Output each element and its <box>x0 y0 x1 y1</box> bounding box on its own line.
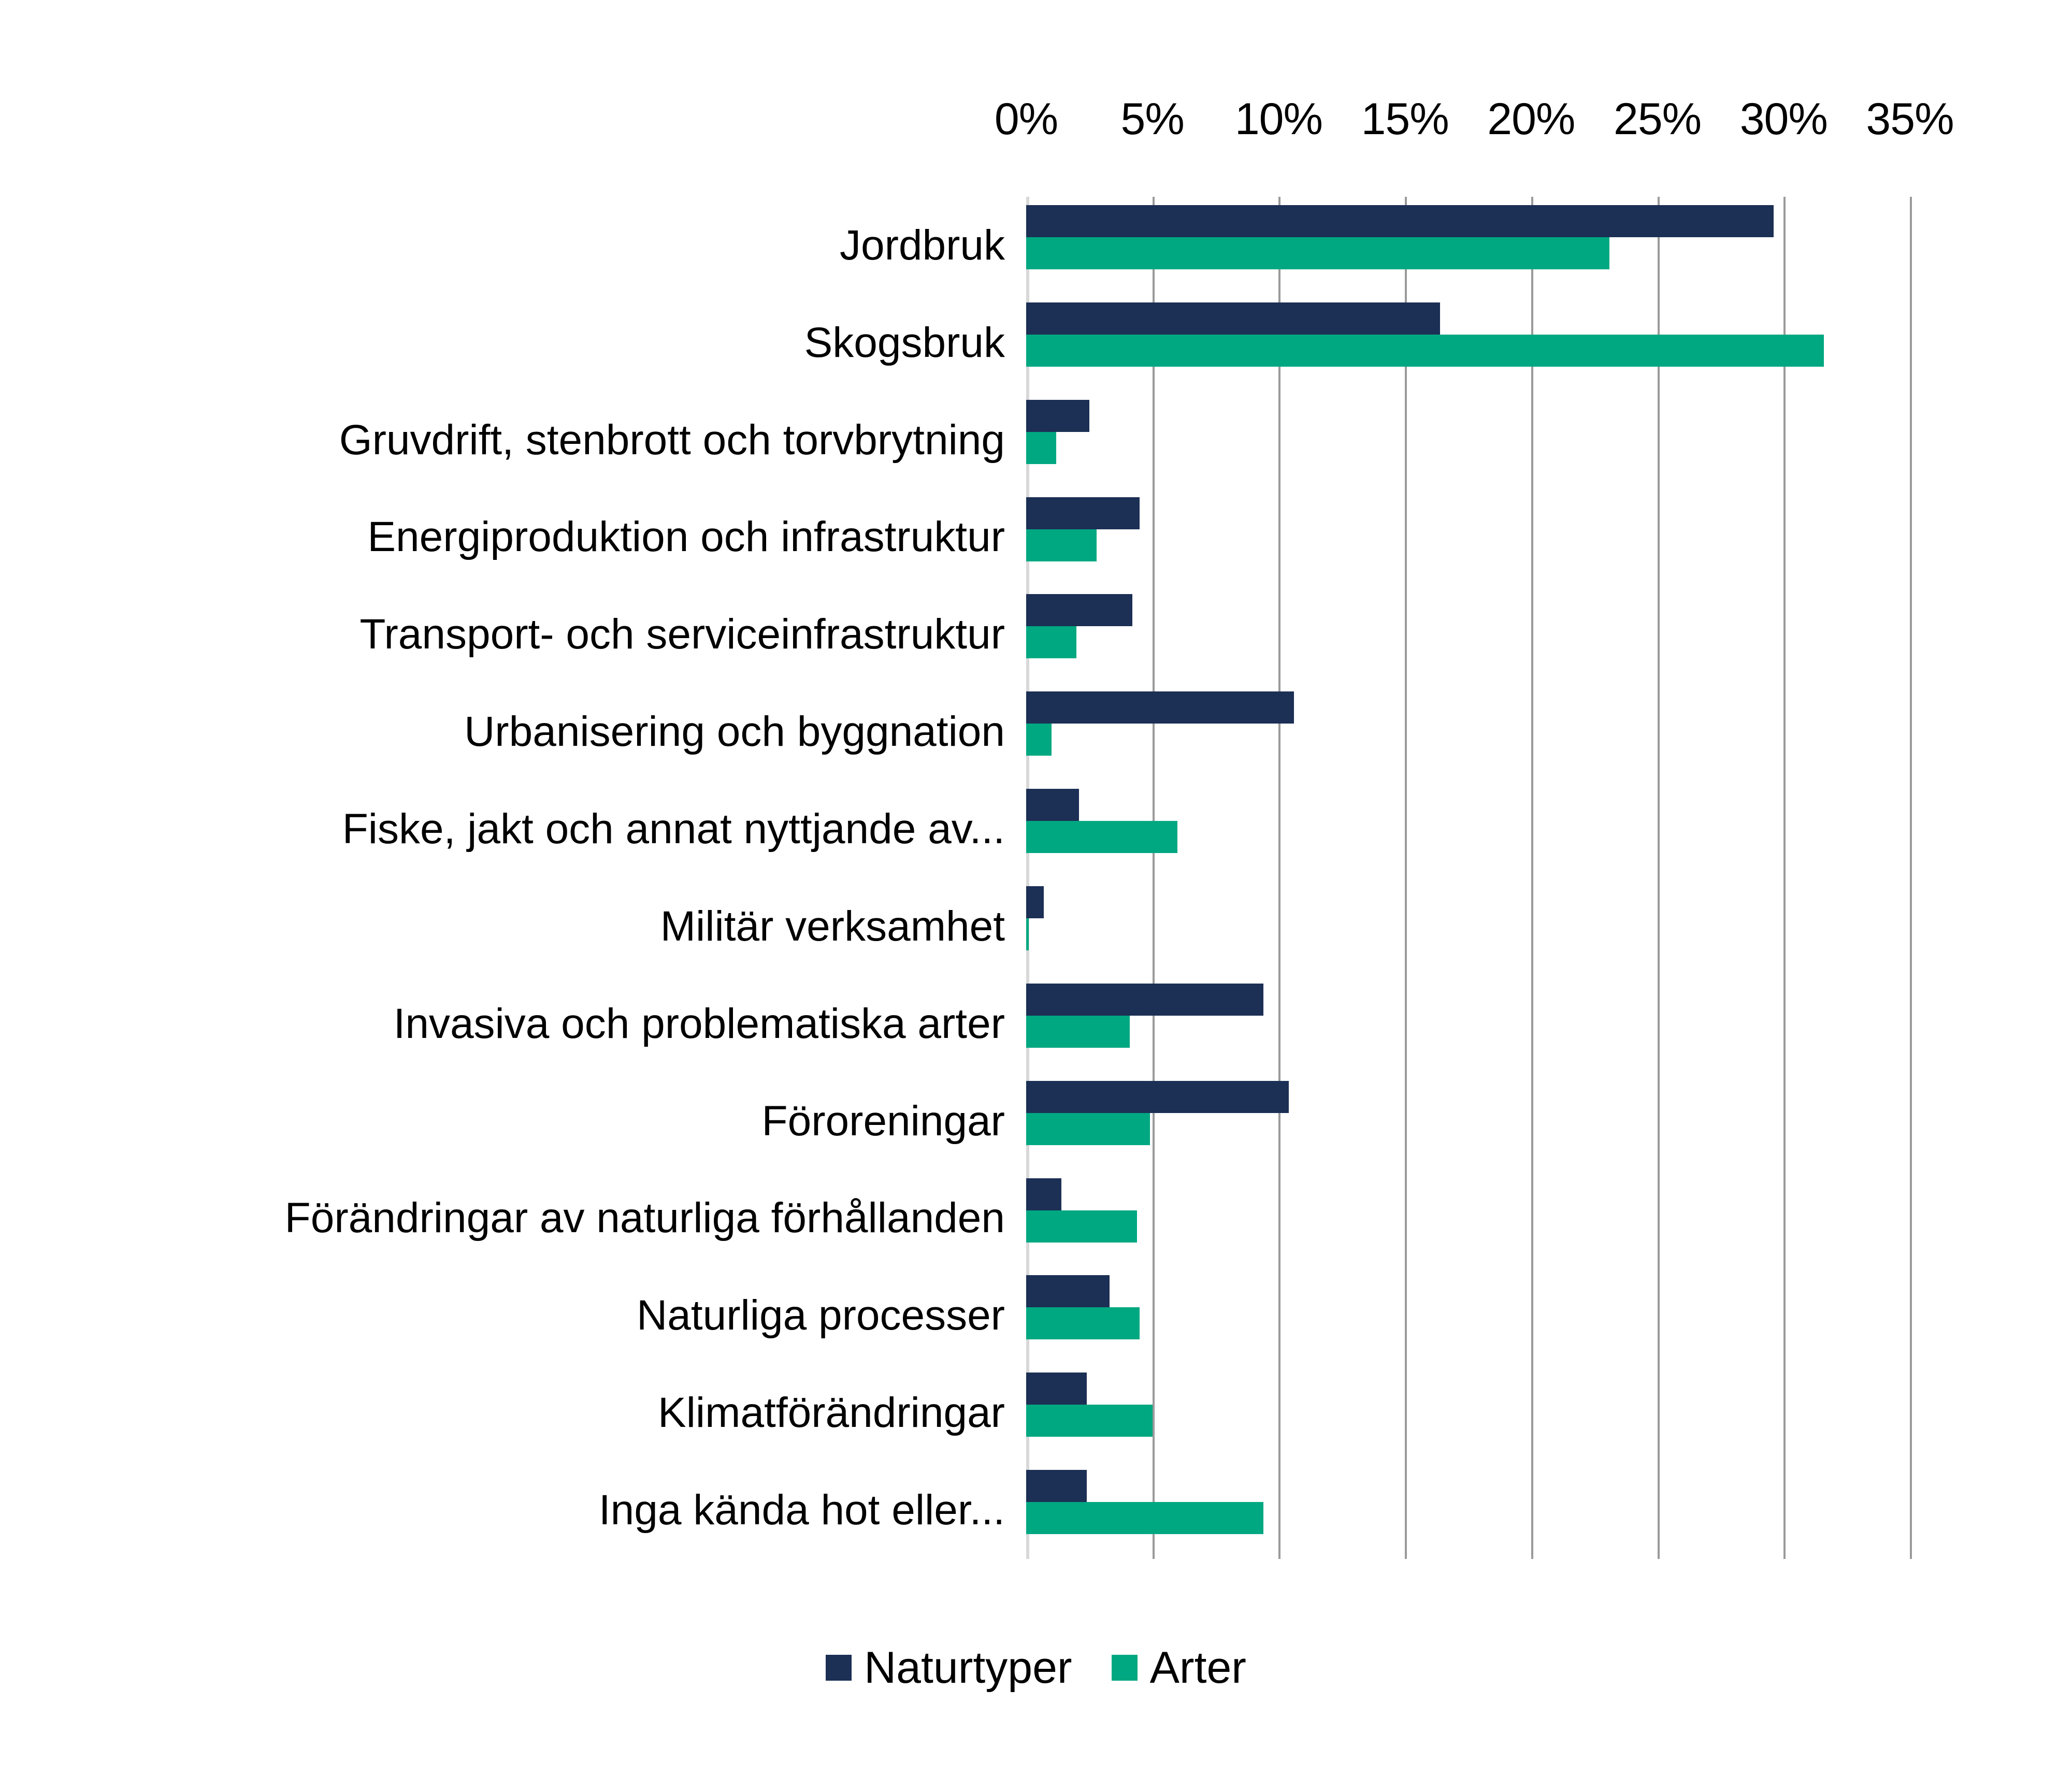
category-row: Naturliga processer <box>0 1267 2072 1364</box>
legend-swatch-icon <box>1111 1655 1138 1681</box>
bar-arter[interactable] <box>1026 237 1609 269</box>
category-row: Fiske, jakt och annat nyttjande av... <box>0 781 2072 878</box>
bar-group <box>1026 197 2062 294</box>
axis-baseline <box>1026 197 1029 1559</box>
category-label: Urbanisering och byggnation <box>464 708 1005 756</box>
bar-naturtyper[interactable] <box>1026 1080 1289 1113</box>
category-label: Invasiva och problematiska arter <box>393 1000 1005 1047</box>
category-row: Energiproduktion och infrastruktur <box>0 489 2072 586</box>
legend-item-naturtyper[interactable]: Naturtyper <box>826 1642 1072 1694</box>
x-tick-label-0pct: 0% <box>994 94 1058 144</box>
bar-naturtyper[interactable] <box>1026 1373 1087 1405</box>
bar-naturtyper[interactable] <box>1026 886 1044 918</box>
category-row: Urbanisering och byggnation <box>0 683 2072 781</box>
bar-group <box>1026 1364 2062 1462</box>
bar-arter[interactable] <box>1026 1015 1130 1048</box>
bar-naturtyper[interactable] <box>1026 594 1132 627</box>
x-tick-label-25pct: 25% <box>1613 94 1702 144</box>
x-tick-label-5pct: 5% <box>1120 94 1185 144</box>
plot-area <box>1026 197 1912 1559</box>
bar-arter[interactable] <box>1026 1405 1153 1437</box>
bar-group <box>1026 1462 2062 1559</box>
x-tick-label-10pct: 10% <box>1234 94 1323 144</box>
gridline-25 <box>1657 197 1660 1559</box>
category-label: Transport- och serviceinfrastruktur <box>359 611 1005 658</box>
category-row: Föroreningar <box>0 1073 2072 1170</box>
legend-item-arter[interactable]: Arter <box>1111 1642 1246 1694</box>
gridline-15 <box>1405 197 1407 1559</box>
bar-naturtyper[interactable] <box>1026 205 1774 237</box>
bar-arter[interactable] <box>1026 626 1077 659</box>
bar-arter[interactable] <box>1026 431 1057 464</box>
bar-group <box>1026 878 2062 975</box>
bar-group <box>1026 1267 2062 1364</box>
category-label: Militär verksamhet <box>660 902 1005 950</box>
bar-group <box>1026 392 2062 489</box>
category-label: Naturliga processer <box>637 1292 1005 1339</box>
bar-naturtyper[interactable] <box>1026 789 1080 821</box>
bar-arter[interactable] <box>1026 724 1052 756</box>
category-row: Inga kända hot eller... <box>0 1462 2072 1559</box>
bar-group <box>1026 781 2062 878</box>
category-label: Gruvdrift, stenbrott och torvbrytning <box>339 416 1005 464</box>
bar-arter[interactable] <box>1026 1113 1150 1145</box>
category-label: Föroreningar <box>761 1097 1005 1145</box>
category-label: Skogsbruk <box>804 319 1005 366</box>
bar-group <box>1026 489 2062 586</box>
bar-arter[interactable] <box>1026 918 1029 950</box>
category-row: Transport- och serviceinfrastruktur <box>0 586 2072 683</box>
bar-group <box>1026 1073 2062 1170</box>
bar-naturtyper[interactable] <box>1026 497 1140 529</box>
category-label: Klimatförändringar <box>658 1389 1005 1437</box>
category-label: Förändringar av naturliga förhållanden <box>284 1194 1005 1242</box>
bar-group <box>1026 586 2062 683</box>
gridline-20 <box>1531 197 1533 1559</box>
x-tick-label-30pct: 30% <box>1739 94 1828 144</box>
bar-group <box>1026 1170 2062 1267</box>
category-row: Militär verksamhet <box>0 878 2072 975</box>
gridline-5 <box>1152 197 1155 1559</box>
gridline-35 <box>1910 197 1912 1559</box>
legend-swatch-icon <box>826 1655 852 1681</box>
category-label: Jordbruk <box>839 221 1005 269</box>
category-row: Förändringar av naturliga förhållanden <box>0 1170 2072 1267</box>
bar-group <box>1026 683 2062 781</box>
bar-arter[interactable] <box>1026 529 1097 561</box>
bar-naturtyper[interactable] <box>1026 1275 1110 1308</box>
category-label: Energiproduktion och infrastruktur <box>367 513 1005 561</box>
category-label: Inga kända hot eller... <box>598 1486 1005 1534</box>
chart-legend: Naturtyper Arter <box>0 1626 2072 1709</box>
category-row: Invasiva och problematiska arter <box>0 975 2072 1073</box>
bar-arter[interactable] <box>1026 1210 1138 1243</box>
bar-naturtyper[interactable] <box>1026 1178 1062 1210</box>
x-tick-label-15pct: 15% <box>1361 94 1449 144</box>
bar-arter[interactable] <box>1026 821 1178 854</box>
bar-naturtyper[interactable] <box>1026 983 1264 1016</box>
category-label: Fiske, jakt och annat nyttjande av... <box>342 805 1005 853</box>
category-row: Klimatförändringar <box>0 1364 2072 1462</box>
bar-naturtyper[interactable] <box>1026 399 1089 432</box>
x-axis-tick-labels: 0% 5% 10% 15% 20% 25% 30% 35% <box>0 96 2072 142</box>
category-row: Jordbruk <box>0 197 2072 294</box>
category-row: Skogsbruk <box>0 294 2072 392</box>
category-row: Gruvdrift, stenbrott och torvbrytning <box>0 392 2072 489</box>
bar-arter[interactable] <box>1026 1502 1264 1535</box>
legend-label: Arter <box>1149 1643 1246 1693</box>
bar-arter[interactable] <box>1026 334 1824 367</box>
bar-naturtyper[interactable] <box>1026 302 1441 335</box>
bar-naturtyper[interactable] <box>1026 691 1294 724</box>
bar-naturtyper[interactable] <box>1026 1470 1087 1503</box>
bar-arter[interactable] <box>1026 1307 1140 1340</box>
x-tick-label-20pct: 20% <box>1487 94 1575 144</box>
x-tick-label-35pct: 35% <box>1866 94 1954 144</box>
bar-group <box>1026 294 2062 392</box>
bar-group <box>1026 975 2062 1073</box>
legend-label: Naturtyper <box>864 1643 1072 1693</box>
gridline-30 <box>1783 197 1786 1559</box>
gridline-10 <box>1278 197 1281 1559</box>
